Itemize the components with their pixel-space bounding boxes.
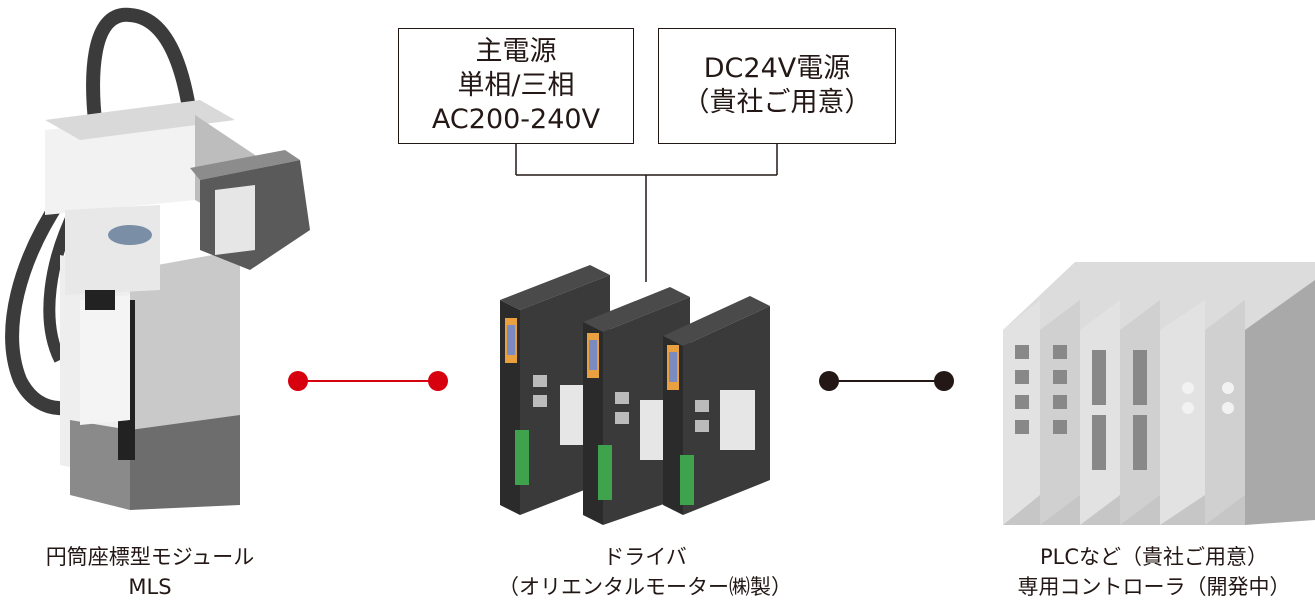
module-caption: 円筒座標型モジュール MLS bbox=[20, 542, 280, 602]
power-wiring bbox=[515, 144, 778, 282]
driver-name: ドライバ bbox=[603, 545, 687, 569]
dc-power-line1: DC24V電源 bbox=[703, 53, 851, 84]
driver-maker: （オリエンタルモーター㈱製） bbox=[498, 575, 792, 599]
motor-cable-link bbox=[288, 371, 448, 391]
main-power-line3: AC200-240V bbox=[431, 104, 601, 135]
controller-caption: PLCなど（貴社ご用意） 専用コントローラ（開発中） bbox=[1000, 542, 1308, 602]
controller-line1: PLCなど（貴社ご用意） bbox=[1039, 545, 1269, 569]
plc-rack-icon bbox=[1003, 262, 1315, 525]
controller-line2: 専用コントローラ（開発中） bbox=[1017, 575, 1291, 599]
control-cable-link bbox=[819, 371, 954, 391]
robot-module-icon bbox=[5, 7, 310, 510]
driver-caption: ドライバ （オリエンタルモーター㈱製） bbox=[470, 542, 820, 602]
main-power-line2: 単相/三相 bbox=[457, 70, 575, 101]
main-power-box: 主電源 単相/三相 AC200-240V bbox=[398, 28, 634, 144]
module-model: MLS bbox=[128, 575, 172, 599]
dc-power-box: DC24V電源 （貴社ご用意） bbox=[658, 28, 896, 144]
module-name: 円筒座標型モジュール bbox=[45, 545, 255, 569]
dc-power-line2: （貴社ご用意） bbox=[682, 87, 872, 118]
driver-unit-icon bbox=[500, 265, 770, 525]
main-power-line1: 主電源 bbox=[475, 36, 557, 67]
